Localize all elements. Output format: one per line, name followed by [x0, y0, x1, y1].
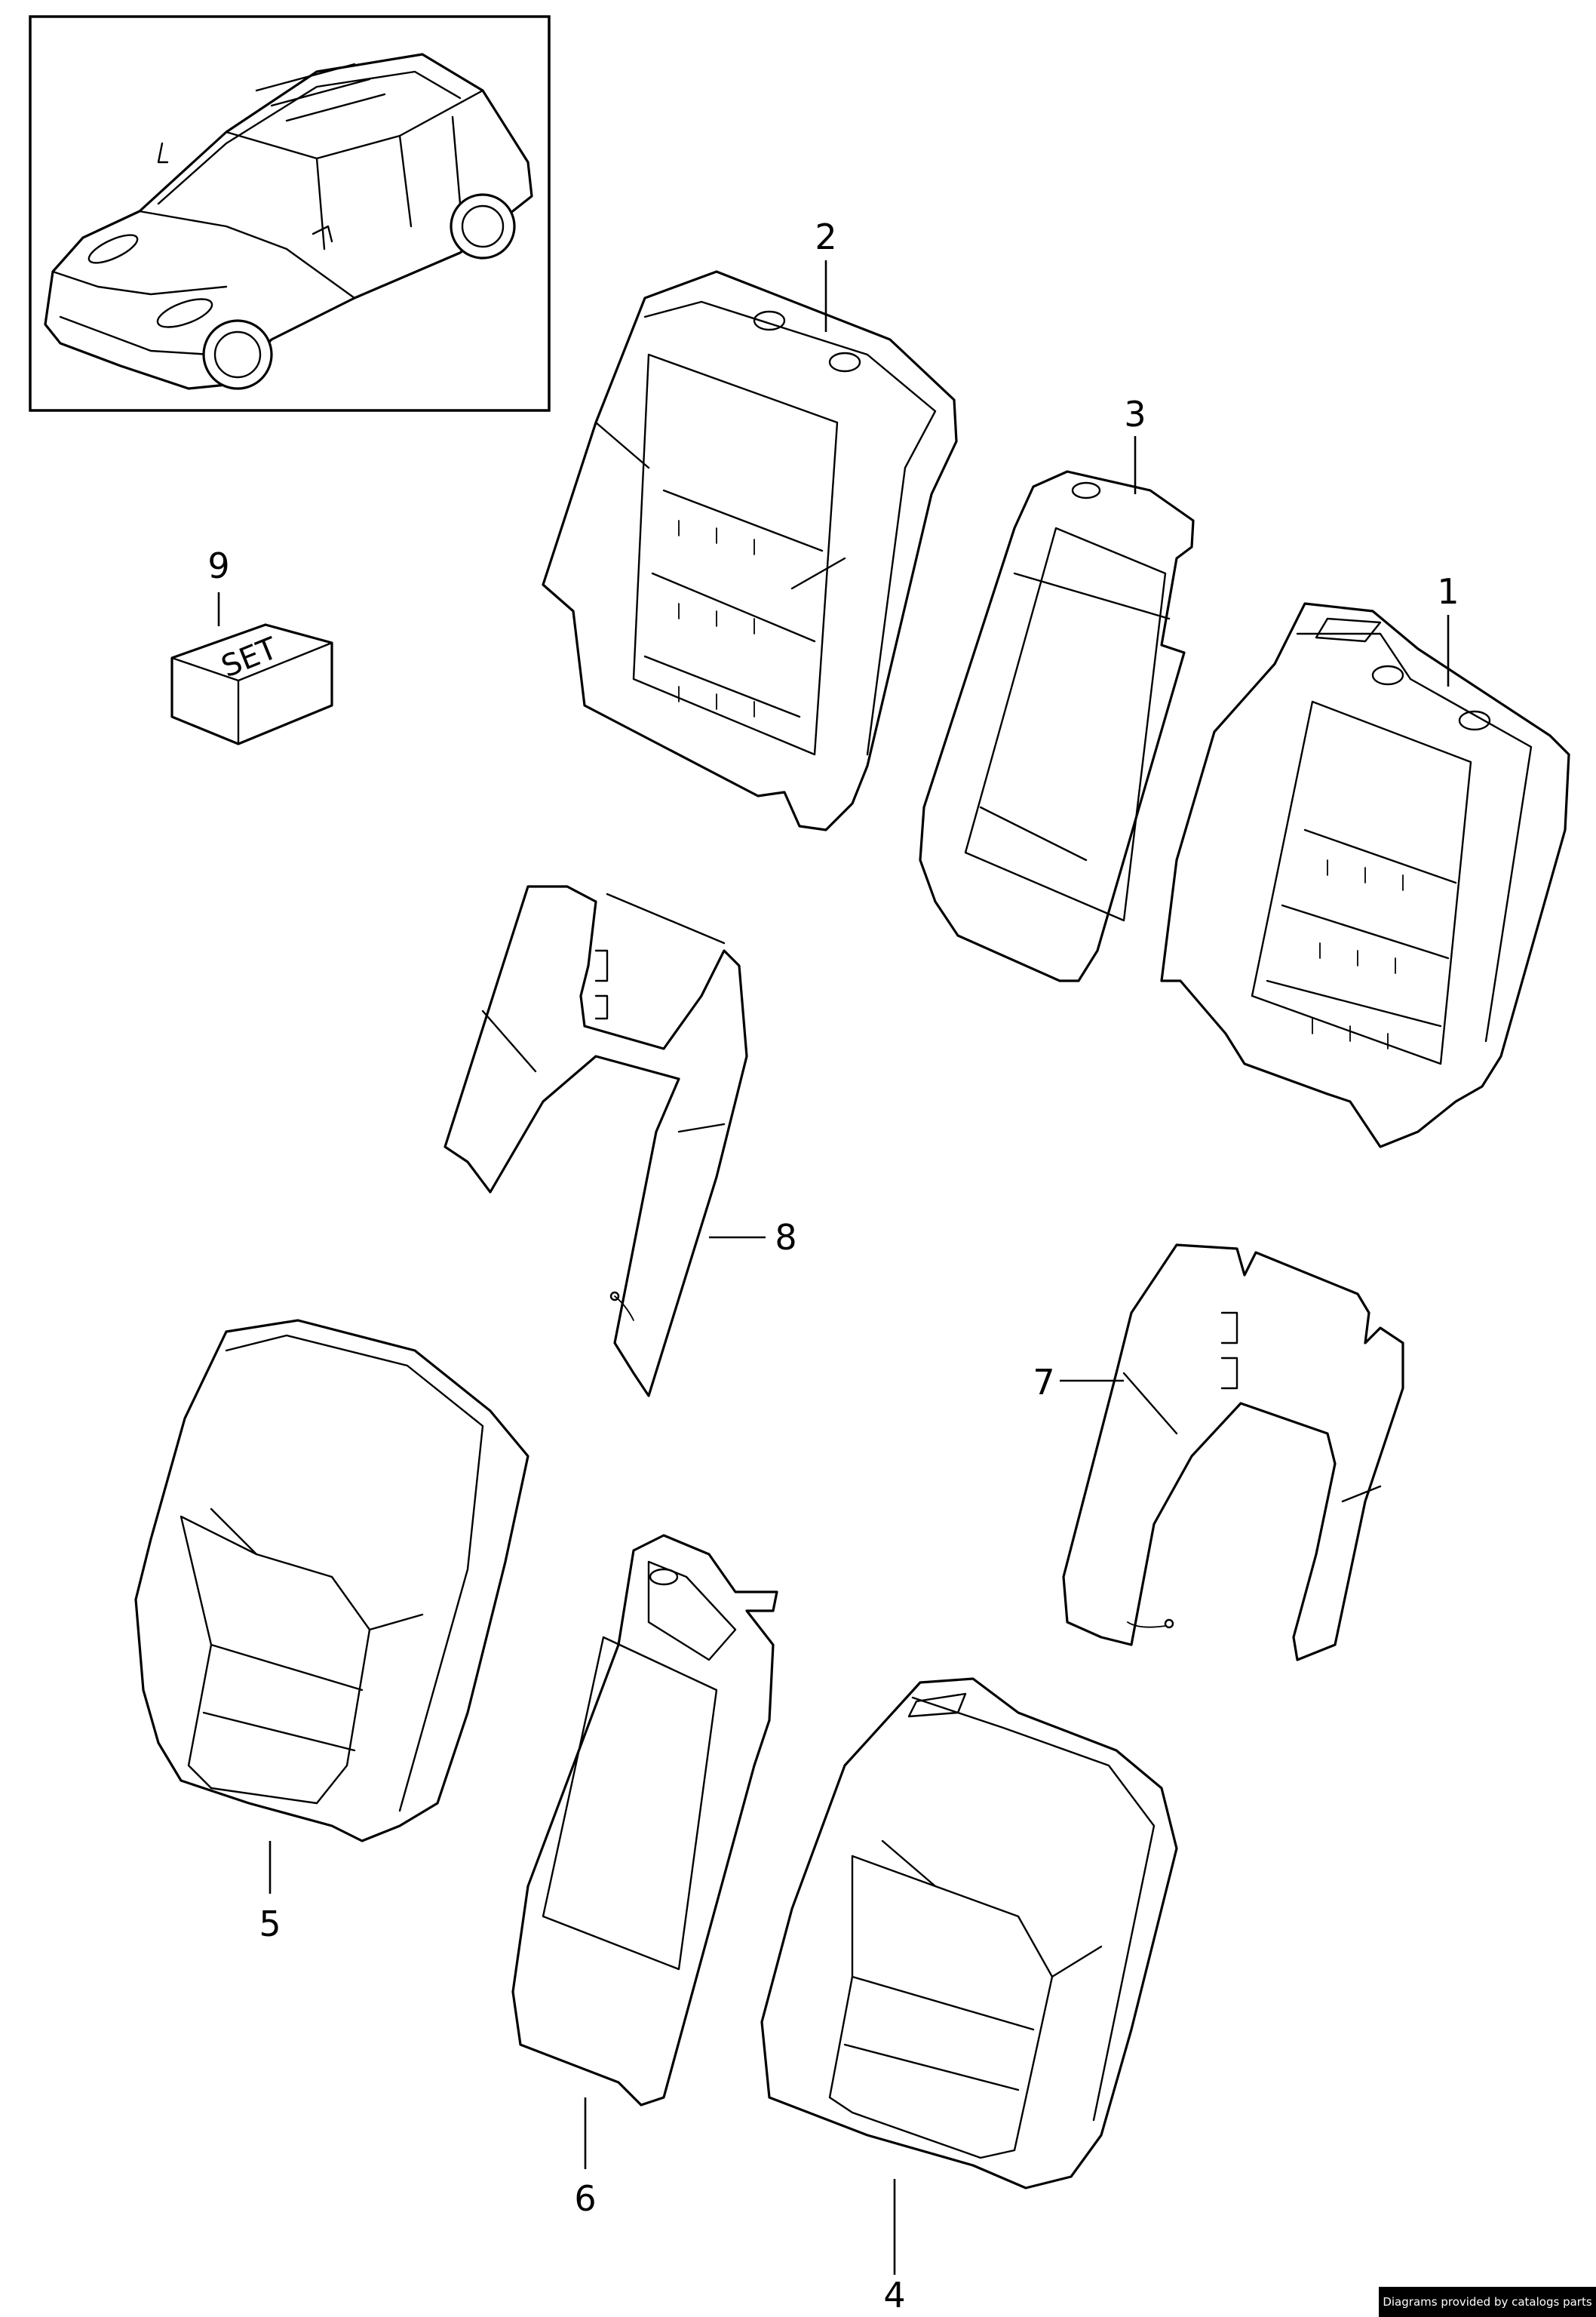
callout-numbers: 2 3 1 9 8 7 5 6 4: [207, 217, 1459, 2315]
vehicle-thumbnail: [29, 15, 551, 412]
callout-3: 3: [1124, 394, 1146, 435]
credit-banner: Diagrams provided by catalogs parts: [1379, 2287, 1596, 2317]
side-trim-part-8: [444, 885, 748, 1397]
callout-6: 6: [574, 2178, 596, 2219]
backrest-cover-part-5: [134, 1319, 529, 1842]
leader-lines: [217, 260, 1450, 2275]
callout-5: 5: [259, 1904, 281, 1944]
backrest-insert-part-3: [919, 470, 1195, 982]
set-box-part-9: SET: [170, 623, 333, 745]
backrest-cover-part-4: [760, 1677, 1178, 2189]
callout-8: 8: [775, 1217, 796, 1258]
backrest-frame-part-2: [542, 270, 958, 831]
callout-4: 4: [883, 2275, 905, 2315]
callout-7: 7: [1033, 1362, 1054, 1403]
side-trim-part-7: [1062, 1243, 1404, 1661]
backrest-frame-part-1: [1160, 602, 1570, 1148]
backrest-padding-part-6: [511, 1534, 778, 2107]
callout-9: 9: [207, 545, 229, 586]
callout-2: 2: [815, 217, 836, 257]
callout-1: 1: [1437, 571, 1459, 612]
